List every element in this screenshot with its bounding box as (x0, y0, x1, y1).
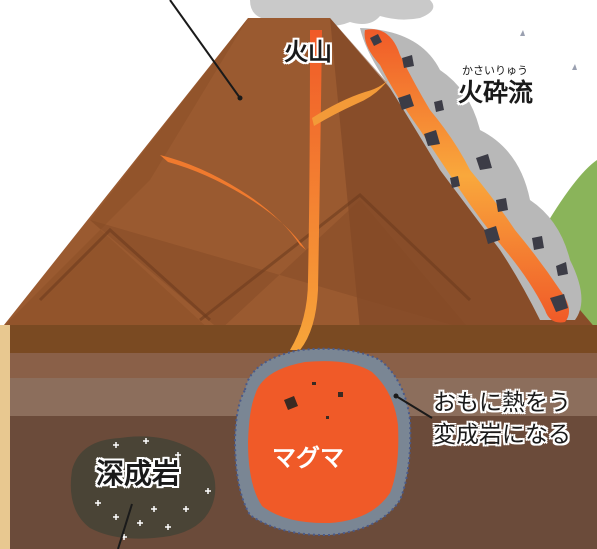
plutonic-rock-texture (95, 438, 211, 540)
magma-label: マグマ (272, 444, 344, 472)
lava-dike-right (312, 80, 388, 126)
pyroclastic-flow-ruby: かさいりゅう (462, 64, 528, 77)
ground-edge (0, 325, 10, 549)
metamorphic-label-line1: おもに熱をう (433, 390, 571, 416)
pyroclastic-rocks (370, 34, 568, 312)
pyroclastic-flow-label: 火砕流 (458, 78, 534, 107)
plutonic-rock (70, 436, 216, 539)
metamorphic-label-line2: 変成岩になる (433, 422, 571, 448)
lava-conduit (290, 30, 322, 350)
magma-fragments (284, 382, 343, 419)
plutonic-leader-line (117, 503, 133, 549)
plutonic-rock-label: 深成岩 (96, 457, 181, 490)
volcano-label: 火山 (284, 38, 332, 66)
metamorphic-leader-line (395, 395, 433, 419)
pyroclastic-flow (364, 29, 569, 323)
volcano-leader-line (169, 0, 241, 99)
cone-shade-left (0, 18, 248, 330)
magma-chamber (248, 361, 399, 524)
